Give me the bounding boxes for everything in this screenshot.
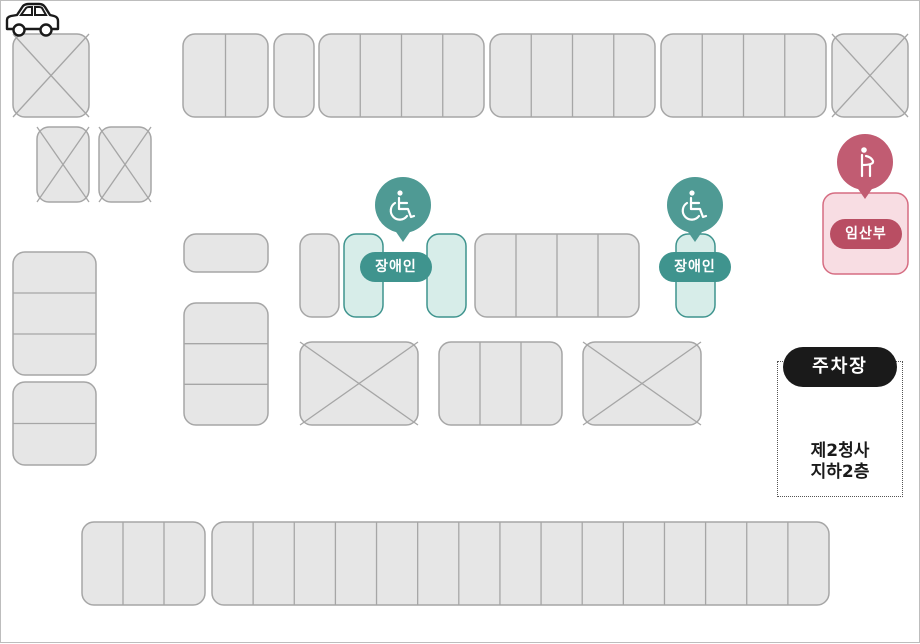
disabled-parking-label: 장애인 bbox=[659, 252, 731, 282]
parking-slot-block bbox=[183, 302, 269, 426]
parking-slot-block bbox=[211, 521, 830, 606]
building-name: 제2청사 bbox=[810, 441, 870, 461]
disabled-parking-label: 장애인 bbox=[360, 252, 432, 282]
wheelchair-icon bbox=[397, 196, 416, 219]
floor-name: 지하2층 bbox=[810, 462, 870, 482]
pregnant-woman-icon bbox=[861, 147, 867, 153]
disabled-parking-pin bbox=[375, 177, 431, 233]
closed-slot-cross-line bbox=[831, 33, 909, 118]
closed-slot-cross-line bbox=[98, 126, 152, 203]
closed-slot-cross-line bbox=[299, 341, 419, 426]
parking-slot-block bbox=[12, 251, 97, 376]
wheelchair-icon bbox=[397, 190, 403, 196]
pregnant-woman-icon bbox=[860, 153, 875, 178]
wheelchair-icon bbox=[689, 196, 708, 219]
car-icon bbox=[5, 2, 60, 37]
parking-slot-block bbox=[81, 521, 206, 606]
closed-slot-cross-line bbox=[582, 341, 702, 426]
wheelchair-icon bbox=[681, 201, 701, 221]
disabled-parking-slot bbox=[426, 233, 467, 318]
parking-location-text: 제2청사 지하2층 bbox=[777, 441, 903, 483]
maternity-parking-pin bbox=[837, 134, 893, 190]
closed-slot-cross-line bbox=[12, 33, 90, 118]
disabled-parking-pin-tail bbox=[394, 229, 412, 242]
closed-slot-cross-line bbox=[36, 126, 90, 203]
parking-legend-title: 주차장 bbox=[783, 347, 897, 387]
parking-slot-block bbox=[273, 33, 315, 118]
parking-slot-block bbox=[299, 233, 340, 318]
maternity-parking-label: 임산부 bbox=[830, 219, 902, 249]
maternity-parking-pin-tail bbox=[856, 186, 874, 199]
parking-slot-block bbox=[438, 341, 563, 426]
disabled-parking-pin-tail bbox=[686, 229, 704, 242]
wheelchair-icon bbox=[389, 201, 409, 221]
parking-slot-block bbox=[183, 233, 269, 273]
disabled-parking-pin bbox=[667, 177, 723, 233]
wheelchair-icon bbox=[689, 190, 695, 196]
